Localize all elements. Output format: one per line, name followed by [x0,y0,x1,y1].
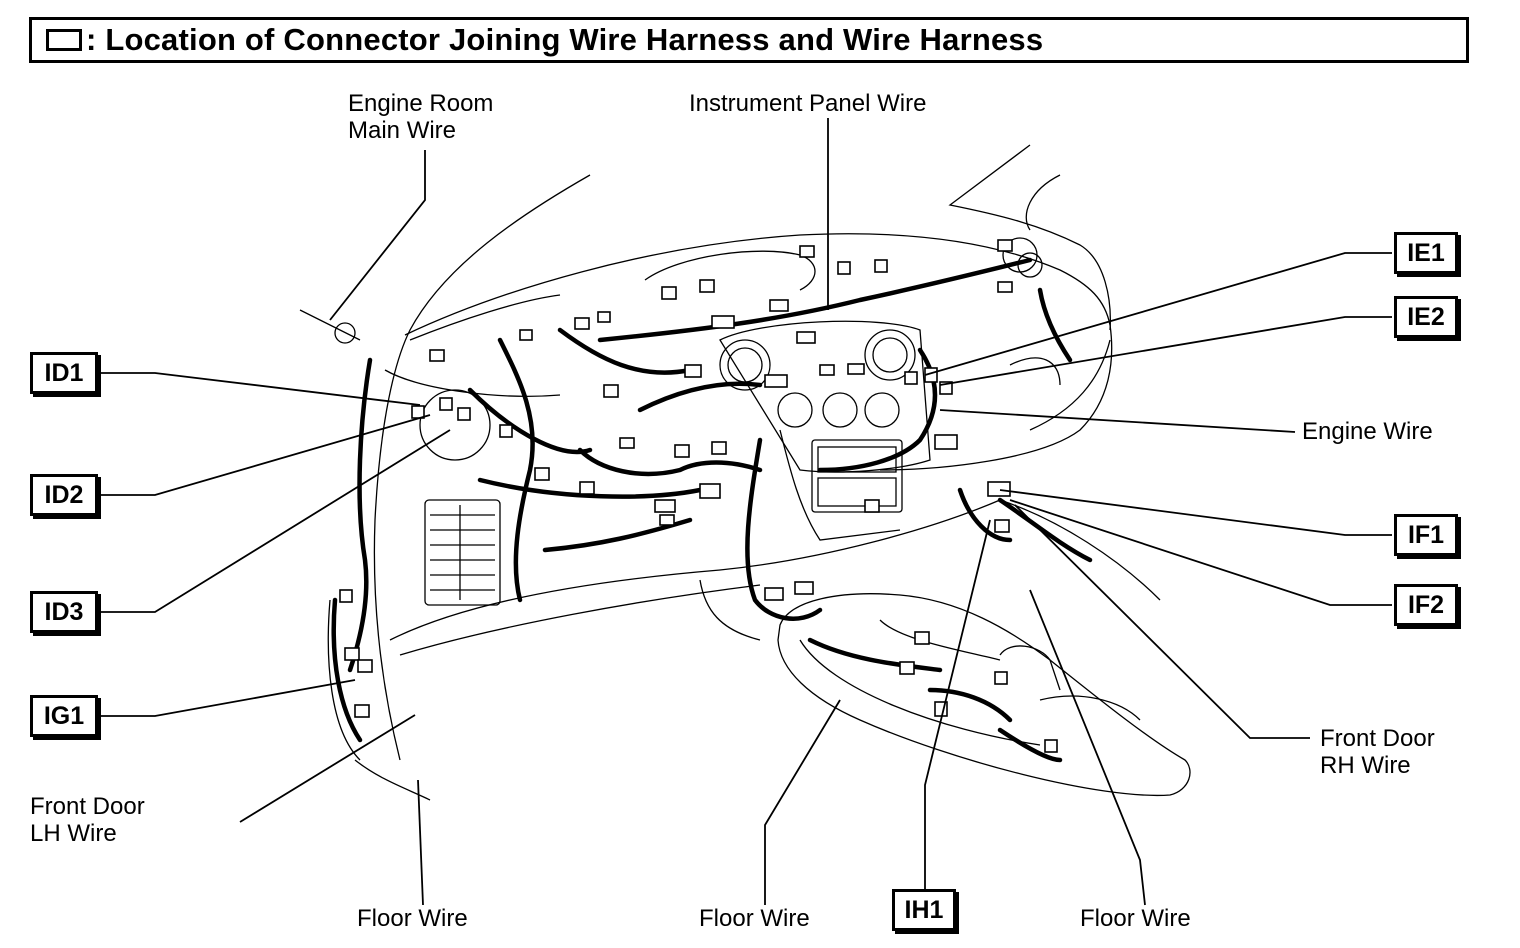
label-text: Front Door LH Wire [30,793,145,847]
dashboard-outline [299,144,1191,801]
page-title: : Location of Connector Joining Wire Har… [86,22,1044,57]
label-text: Front Door RH Wire [1320,725,1435,779]
connector-code-ie2: IE2 [1394,296,1458,338]
connector-code-ie1: IE1 [1394,232,1458,274]
label-front-door-rh-wire: Front Door RH Wire [1320,725,1435,779]
label-floor-wire-center: Floor Wire [699,905,810,932]
label-engine-wire: Engine Wire [1302,418,1433,445]
label-instrument-panel-wire: Instrument Panel Wire [689,90,927,117]
label-front-door-lh-wire: Front Door LH Wire [30,793,145,847]
leader-lines [100,118,1392,906]
connector-code-id2: ID2 [30,474,98,516]
label-floor-wire-right: Floor Wire [1080,905,1191,932]
label-engine-room-main-wire: Engine Room Main Wire [348,90,493,144]
label-floor-wire-left: Floor Wire [357,905,468,932]
title-bar: : Location of Connector Joining Wire Har… [29,17,1469,63]
connector-code-id1: ID1 [30,352,98,394]
connector-code-id3: ID3 [30,591,98,633]
connector-code-if2: IF2 [1394,584,1458,626]
connector-code-ih1: IH1 [892,889,956,931]
connector-code-if1: IF1 [1394,514,1458,556]
label-text: Engine Room Main Wire [348,90,494,144]
box-legend-icon [46,29,82,51]
connector-code-ig1: IG1 [30,695,98,737]
